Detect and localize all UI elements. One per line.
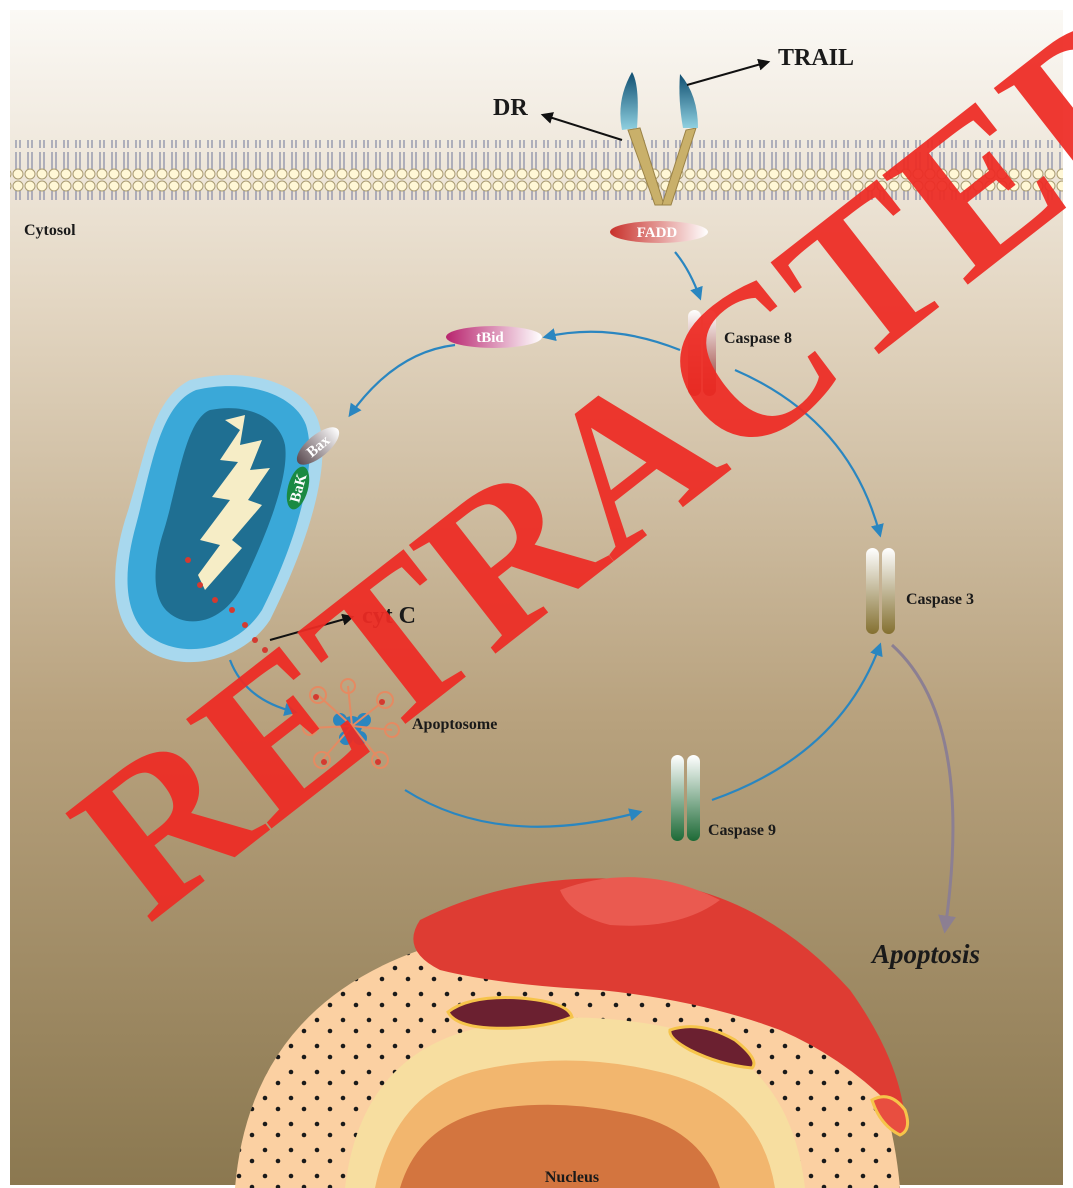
caspase-3-label: Caspase 3 [906, 591, 974, 608]
cytosol-label: Cytosol [24, 222, 76, 239]
apoptosis-label: Apoptosis [870, 939, 980, 969]
tbid-label: tBid [476, 330, 504, 346]
caspase-9-label: Caspase 9 [708, 822, 776, 839]
tbid-protein: tBid [446, 326, 542, 348]
nucleus-label: Nucleus [545, 1169, 599, 1186]
dr-label: DR [493, 95, 528, 121]
trail-label: TRAIL [778, 45, 854, 71]
fadd-protein: FADD [610, 221, 708, 243]
fadd-label: FADD [637, 225, 678, 241]
